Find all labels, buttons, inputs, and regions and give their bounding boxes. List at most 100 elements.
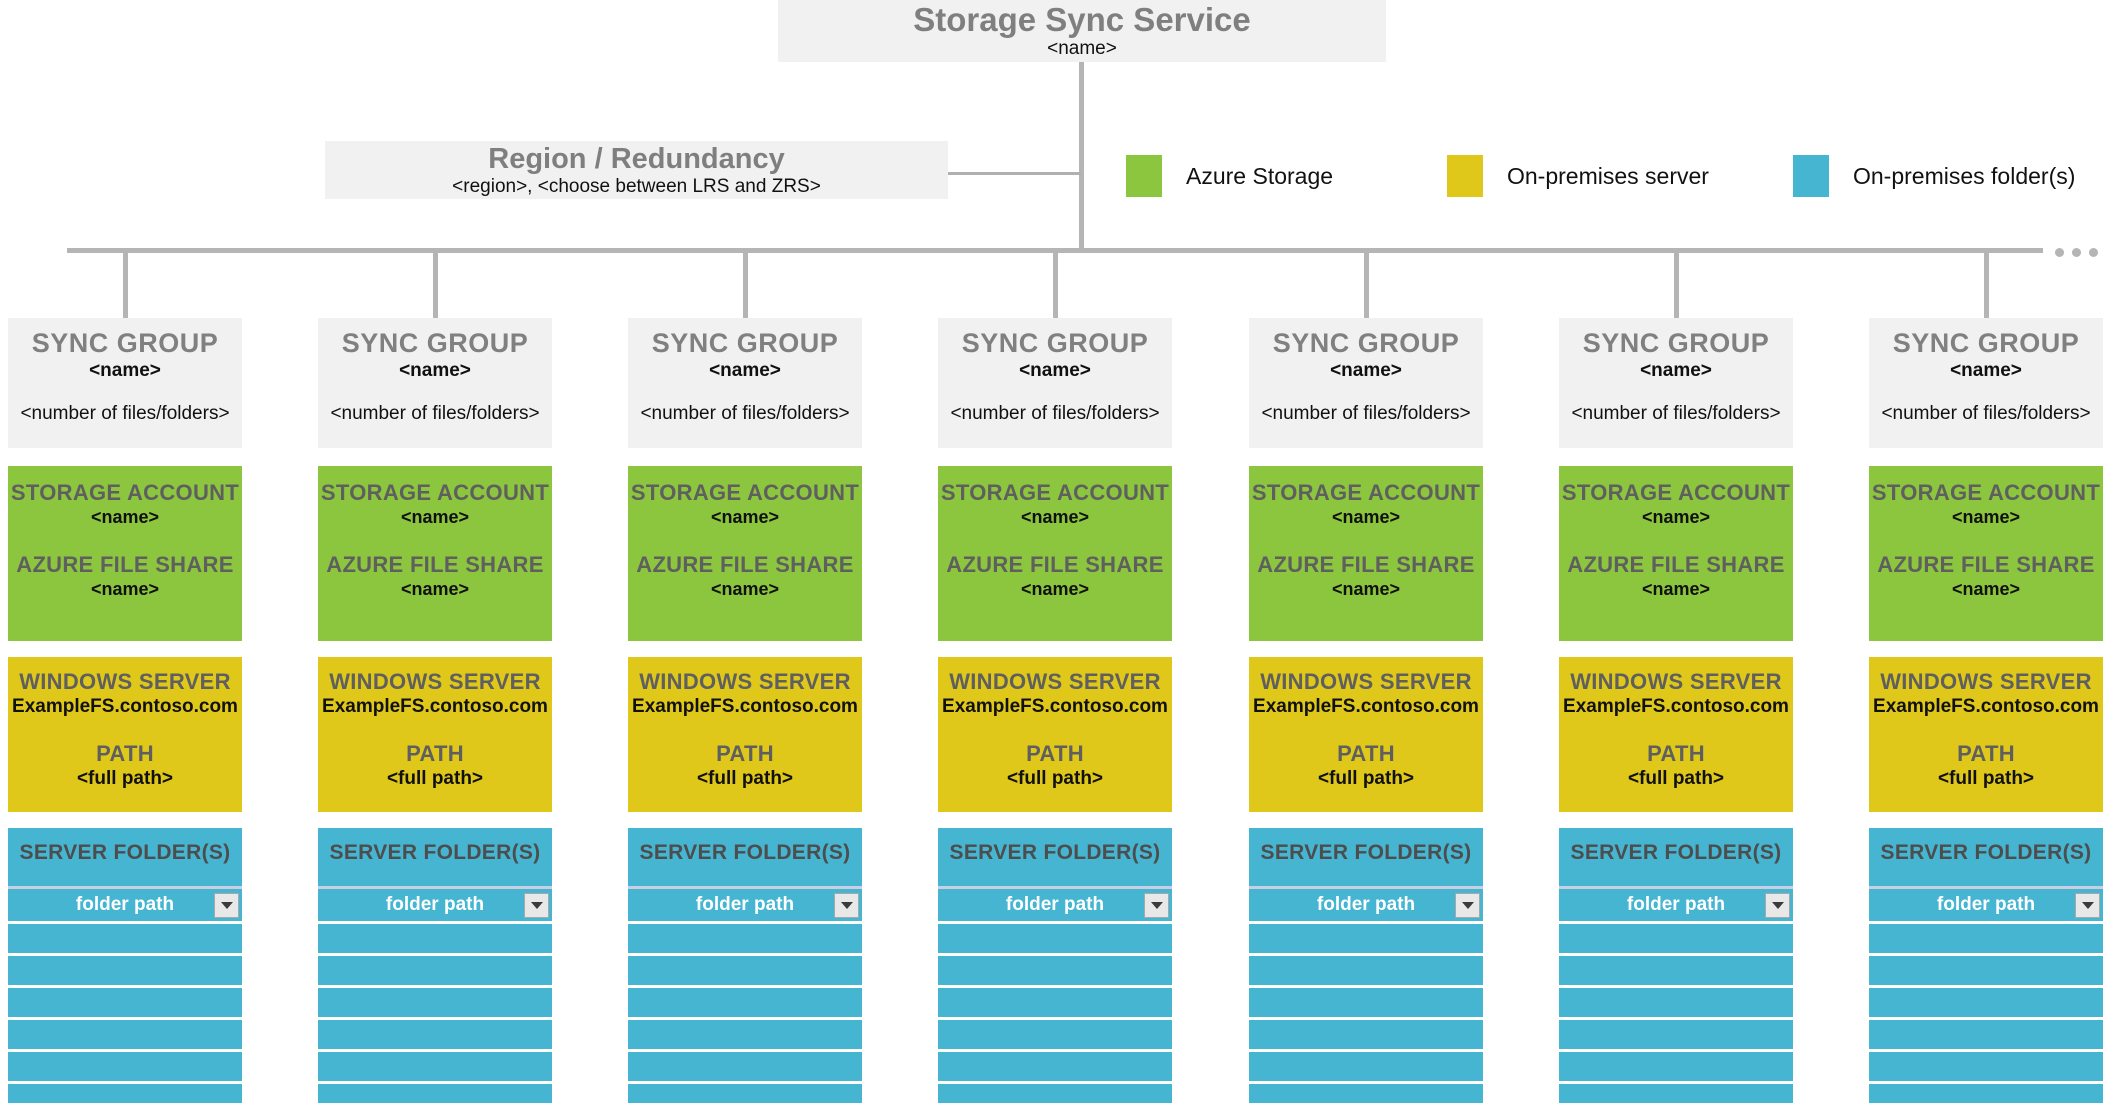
folder-empty-row[interactable] [318,924,552,956]
storage-account-name-1: <name> [90,507,160,527]
folder-path-row-1[interactable]: folder path [8,886,242,924]
folder-path-row-5[interactable]: folder path [1249,886,1483,924]
windows-server-block-7[interactable]: WINDOWS SERVER ExampleFS.contoso.com PAT… [1869,657,2103,812]
folder-empty-row[interactable] [628,924,862,956]
sync-group-header-4[interactable]: SYNC GROUP <name> <number of files/folde… [938,318,1172,448]
folder-path-dropdown-icon-1[interactable] [214,893,239,918]
folder-empty-row[interactable] [1559,1020,1793,1052]
folder-empty-row[interactable] [938,1020,1172,1052]
storage-account-block-2[interactable]: STORAGE ACCOUNT <name> AZURE FILE SHARE … [318,466,552,641]
sync-group-header-5[interactable]: SYNC GROUP <name> <number of files/folde… [1249,318,1483,448]
windows-server-block-6[interactable]: WINDOWS SERVER ExampleFS.contoso.com PAT… [1559,657,1793,812]
folder-empty-row[interactable] [1249,1020,1483,1052]
folder-path-dropdown-icon-5[interactable] [1455,893,1480,918]
windows-server-block-1[interactable]: WINDOWS SERVER ExampleFS.contoso.com PAT… [8,657,242,812]
folder-empty-row[interactable] [628,1084,862,1103]
folder-empty-row[interactable] [1559,1052,1793,1084]
folder-empty-row[interactable] [1249,956,1483,988]
folder-empty-row[interactable] [1869,988,2103,1020]
legend-swatch-azure-storage [1126,155,1162,197]
storage-account-block-3[interactable]: STORAGE ACCOUNT <name> AZURE FILE SHARE … [628,466,862,641]
folder-empty-row[interactable] [628,1052,862,1084]
sync-group-header-2[interactable]: SYNC GROUP <name> <number of files/folde… [318,318,552,448]
folder-empty-row[interactable] [8,1052,242,1084]
storage-account-block-5[interactable]: STORAGE ACCOUNT <name> AZURE FILE SHARE … [1249,466,1483,641]
folder-empty-row[interactable] [1869,1020,2103,1052]
server-folders-block-7[interactable]: SERVER FOLDER(S) folder path [1869,828,2103,1103]
windows-server-block-3[interactable]: WINDOWS SERVER ExampleFS.contoso.com PAT… [628,657,862,812]
folder-list-7: folder path [1869,886,2103,1103]
windows-server-label-3: WINDOWS SERVER [639,669,851,694]
storage-account-block-1[interactable]: STORAGE ACCOUNT <name> AZURE FILE SHARE … [8,466,242,641]
folder-empty-row[interactable] [938,924,1172,956]
server-folders-block-3[interactable]: SERVER FOLDER(S) folder path [628,828,862,1103]
folder-empty-row[interactable] [938,988,1172,1020]
folder-empty-row[interactable] [1869,1052,2103,1084]
region-redundancy-box: Region / Redundancy <region>, <choose be… [325,141,948,199]
sync-group-header-6[interactable]: SYNC GROUP <name> <number of files/folde… [1559,318,1793,448]
folder-path-dropdown-icon-2[interactable] [524,893,549,918]
folder-empty-row[interactable] [628,956,862,988]
folder-empty-row[interactable] [8,1084,242,1103]
sync-group-title-3: SYNC GROUP [651,328,839,358]
spacer [1249,719,1483,741]
folder-empty-row[interactable] [1249,924,1483,956]
folder-empty-row[interactable] [1249,988,1483,1020]
folder-empty-row[interactable] [938,1052,1172,1084]
server-folders-label-3: SERVER FOLDER(S) [639,841,851,864]
folder-empty-row[interactable] [628,1020,862,1052]
storage-account-block-4[interactable]: STORAGE ACCOUNT <name> AZURE FILE SHARE … [938,466,1172,641]
folder-path-dropdown-icon-4[interactable] [1144,893,1169,918]
folder-empty-row[interactable] [318,956,552,988]
folder-empty-row[interactable] [938,1084,1172,1103]
server-folders-block-6[interactable]: SERVER FOLDER(S) folder path [1559,828,1793,1103]
storage-account-block-7[interactable]: STORAGE ACCOUNT <name> AZURE FILE SHARE … [1869,466,2103,641]
sync-group-title-1: SYNC GROUP [31,328,219,358]
folder-empty-row[interactable] [1559,924,1793,956]
server-folders-label-5: SERVER FOLDER(S) [1260,841,1472,864]
windows-server-block-5[interactable]: WINDOWS SERVER ExampleFS.contoso.com PAT… [1249,657,1483,812]
folder-empty-row[interactable] [1559,1084,1793,1103]
folder-empty-row[interactable] [1249,1052,1483,1084]
windows-server-block-4[interactable]: WINDOWS SERVER ExampleFS.contoso.com PAT… [938,657,1172,812]
server-folders-block-1[interactable]: SERVER FOLDER(S) folder path [8,828,242,1103]
folder-path-row-2[interactable]: folder path [318,886,552,924]
folder-path-dropdown-icon-6[interactable] [1765,893,1790,918]
folder-path-row-7[interactable]: folder path [1869,886,2103,924]
folder-empty-row[interactable] [1869,956,2103,988]
folder-empty-row[interactable] [938,956,1172,988]
server-folders-block-4[interactable]: SERVER FOLDER(S) folder path [938,828,1172,1103]
folder-empty-row[interactable] [1869,924,2103,956]
drop-connector-1 [123,248,128,318]
sync-group-header-3[interactable]: SYNC GROUP <name> <number of files/folde… [628,318,862,448]
folder-empty-row[interactable] [1249,1084,1483,1103]
windows-server-block-2[interactable]: WINDOWS SERVER ExampleFS.contoso.com PAT… [318,657,552,812]
folder-empty-row[interactable] [318,1020,552,1052]
server-folders-block-2[interactable]: SERVER FOLDER(S) folder path [318,828,552,1103]
folder-path-row-4[interactable]: folder path [938,886,1172,924]
folder-path-dropdown-icon-3[interactable] [834,893,859,918]
folder-empty-row[interactable] [318,1084,552,1103]
sync-group-header-1[interactable]: SYNC GROUP <name> <number of files/folde… [8,318,242,448]
folder-empty-row[interactable] [8,1020,242,1052]
sync-group-header-7[interactable]: SYNC GROUP <name> <number of files/folde… [1869,318,2103,448]
folder-empty-row[interactable] [318,988,552,1020]
folder-empty-row[interactable] [1559,988,1793,1020]
folder-empty-row[interactable] [8,956,242,988]
folder-empty-row[interactable] [628,988,862,1020]
legend-swatch-on-premises-folder [1793,155,1829,197]
legend-item-on-premises-folder: On-premises folder(s) [1793,155,2075,197]
sync-group-name-6: <name> [1640,360,1712,381]
storage-account-label-4: STORAGE ACCOUNT [940,480,1170,505]
folder-path-row-3[interactable]: folder path [628,886,862,924]
folder-empty-row[interactable] [8,988,242,1020]
server-folders-block-5[interactable]: SERVER FOLDER(S) folder path [1249,828,1483,1103]
folder-empty-row[interactable] [8,924,242,956]
folder-path-row-6[interactable]: folder path [1559,886,1793,924]
folder-empty-row[interactable] [318,1052,552,1084]
folder-empty-row[interactable] [1869,1084,2103,1103]
folder-empty-row[interactable] [1559,956,1793,988]
storage-account-block-6[interactable]: STORAGE ACCOUNT <name> AZURE FILE SHARE … [1559,466,1793,641]
legend-swatch-on-premises-server [1447,155,1483,197]
folder-path-dropdown-icon-7[interactable] [2075,893,2100,918]
